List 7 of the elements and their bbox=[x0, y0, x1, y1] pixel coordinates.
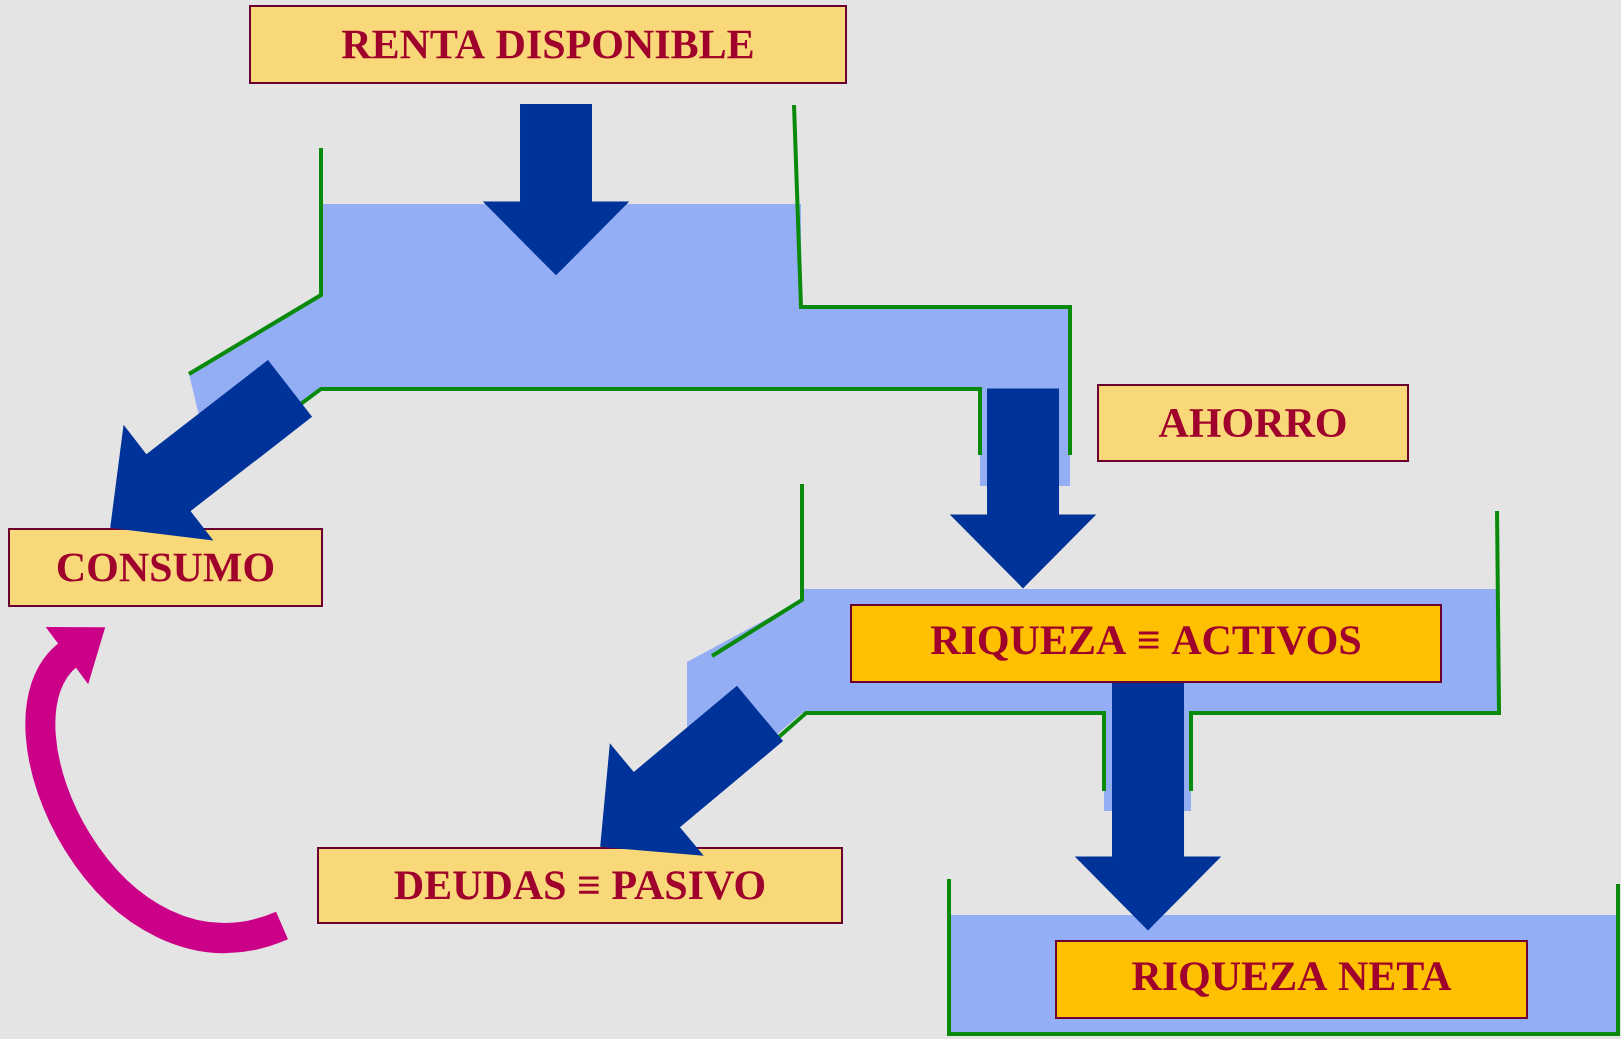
label-box: DEUDAS ≡ PASIVO bbox=[317, 847, 843, 924]
label-box: CONSUMO bbox=[8, 528, 323, 607]
label-box: AHORRO bbox=[1097, 384, 1409, 462]
tank-drawing bbox=[187, 104, 1072, 486]
label-box: RIQUEZA ≡ ACTIVOS bbox=[850, 604, 1442, 683]
label-box: RIQUEZA NETA bbox=[1055, 940, 1528, 1019]
label-box: RENTA DISPONIBLE bbox=[249, 5, 847, 84]
